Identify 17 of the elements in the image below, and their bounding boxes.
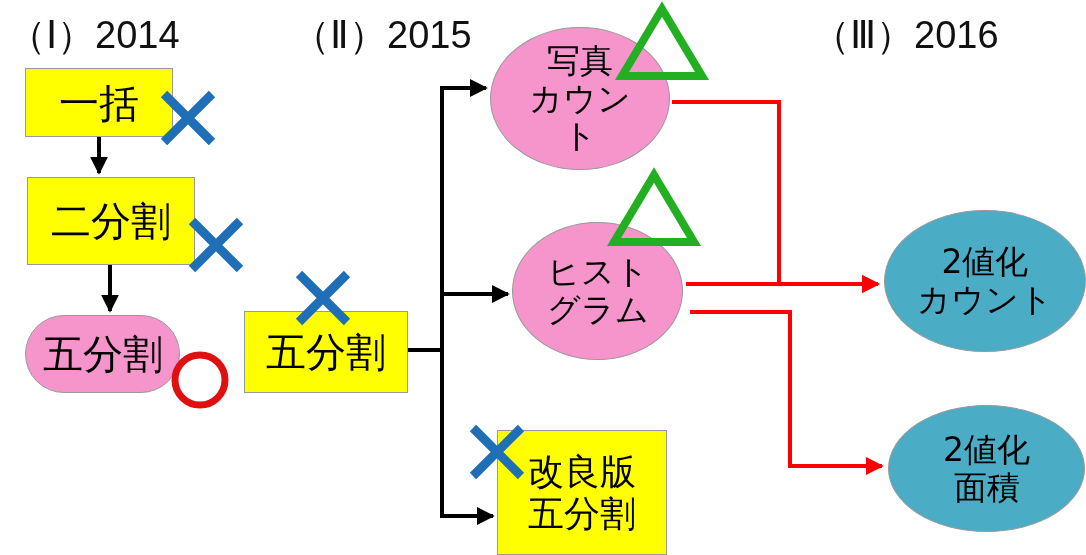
- ellipse-node: ヒストグラム: [512, 222, 683, 360]
- arrow: [686, 275, 880, 293]
- period-heading: （Ⅲ）2016: [812, 13, 999, 58]
- process-box: 一括: [25, 68, 173, 137]
- process-box: 二分割: [27, 177, 195, 265]
- arrow: [101, 265, 119, 313]
- period-heading: （Ⅱ）2015: [292, 13, 472, 58]
- arrow: [690, 310, 884, 475]
- ellipse-node: 写真カウント: [490, 27, 670, 170]
- process-box: 五分割: [244, 311, 408, 393]
- process-box: 改良版五分割: [497, 430, 667, 555]
- arrow: [90, 137, 108, 175]
- rounded-box: 五分割: [25, 315, 180, 393]
- ellipse-node: 2値化カウント: [884, 210, 1086, 352]
- ellipse-node: 2値化面積: [888, 405, 1085, 532]
- arrow: [408, 348, 495, 525]
- period-heading: （Ⅰ）2014: [8, 13, 180, 58]
